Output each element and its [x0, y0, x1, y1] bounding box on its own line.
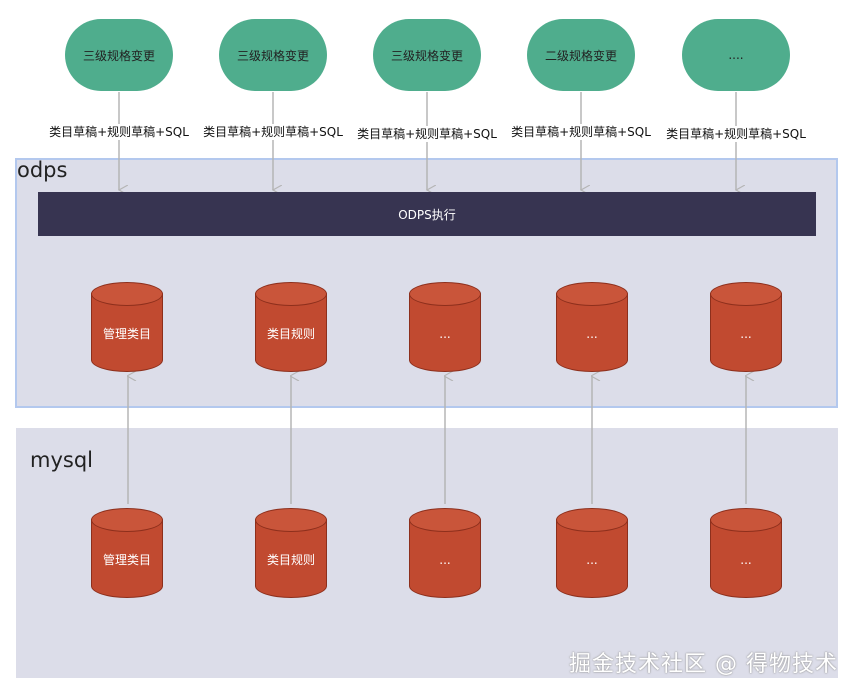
mysql-panel-label: mysql	[30, 448, 93, 472]
odps-table-label: 管理类目	[102, 327, 151, 341]
odps-table-cylinder: 管理类目	[91, 282, 163, 372]
mysql-table-label: ...	[740, 553, 752, 567]
mysql-table-cylinder: ...	[409, 508, 481, 598]
odps-table-label: ...	[586, 327, 598, 341]
edge-label: 类目草稿+规则草稿+SQL	[39, 124, 199, 140]
odps-table-label: 类目规则	[266, 327, 315, 341]
change-node: 三级规格变更	[373, 19, 481, 91]
odps-executor-bar: ODPS执行	[38, 192, 816, 236]
mysql-table-cylinder: ...	[556, 508, 628, 598]
change-node: ....	[682, 19, 790, 91]
mysql-table-cylinder: 管理类目	[91, 508, 163, 598]
odps-table-label: ...	[439, 327, 451, 341]
mysql-table-label: ...	[439, 553, 451, 567]
mysql-table-label: 类目规则	[266, 553, 315, 567]
change-node: 三级规格变更	[219, 19, 327, 91]
odps-table-label: ...	[740, 327, 752, 341]
edge-label: 类目草稿+规则草稿+SQL	[656, 126, 816, 142]
mysql-table-label: 管理类目	[102, 553, 151, 567]
odps-table-cylinder: ...	[710, 282, 782, 372]
mysql-table-cylinder: 类目规则	[255, 508, 327, 598]
mysql-table-label: ...	[586, 553, 598, 567]
mysql-table-cylinder: ...	[710, 508, 782, 598]
edge-label: 类目草稿+规则草稿+SQL	[501, 124, 661, 140]
odps-table-cylinder: ...	[409, 282, 481, 372]
odps-panel-label: odps	[17, 158, 68, 182]
watermark: 掘金技术社区 @ 得物技术	[569, 652, 838, 677]
edge-label: 类目草稿+规则草稿+SQL	[193, 124, 353, 140]
change-node: 二级规格变更	[527, 19, 635, 91]
edge-label: 类目草稿+规则草稿+SQL	[347, 126, 507, 142]
odps-table-cylinder: ...	[556, 282, 628, 372]
change-node: 三级规格变更	[65, 19, 173, 91]
odps-table-cylinder: 类目规则	[255, 282, 327, 372]
